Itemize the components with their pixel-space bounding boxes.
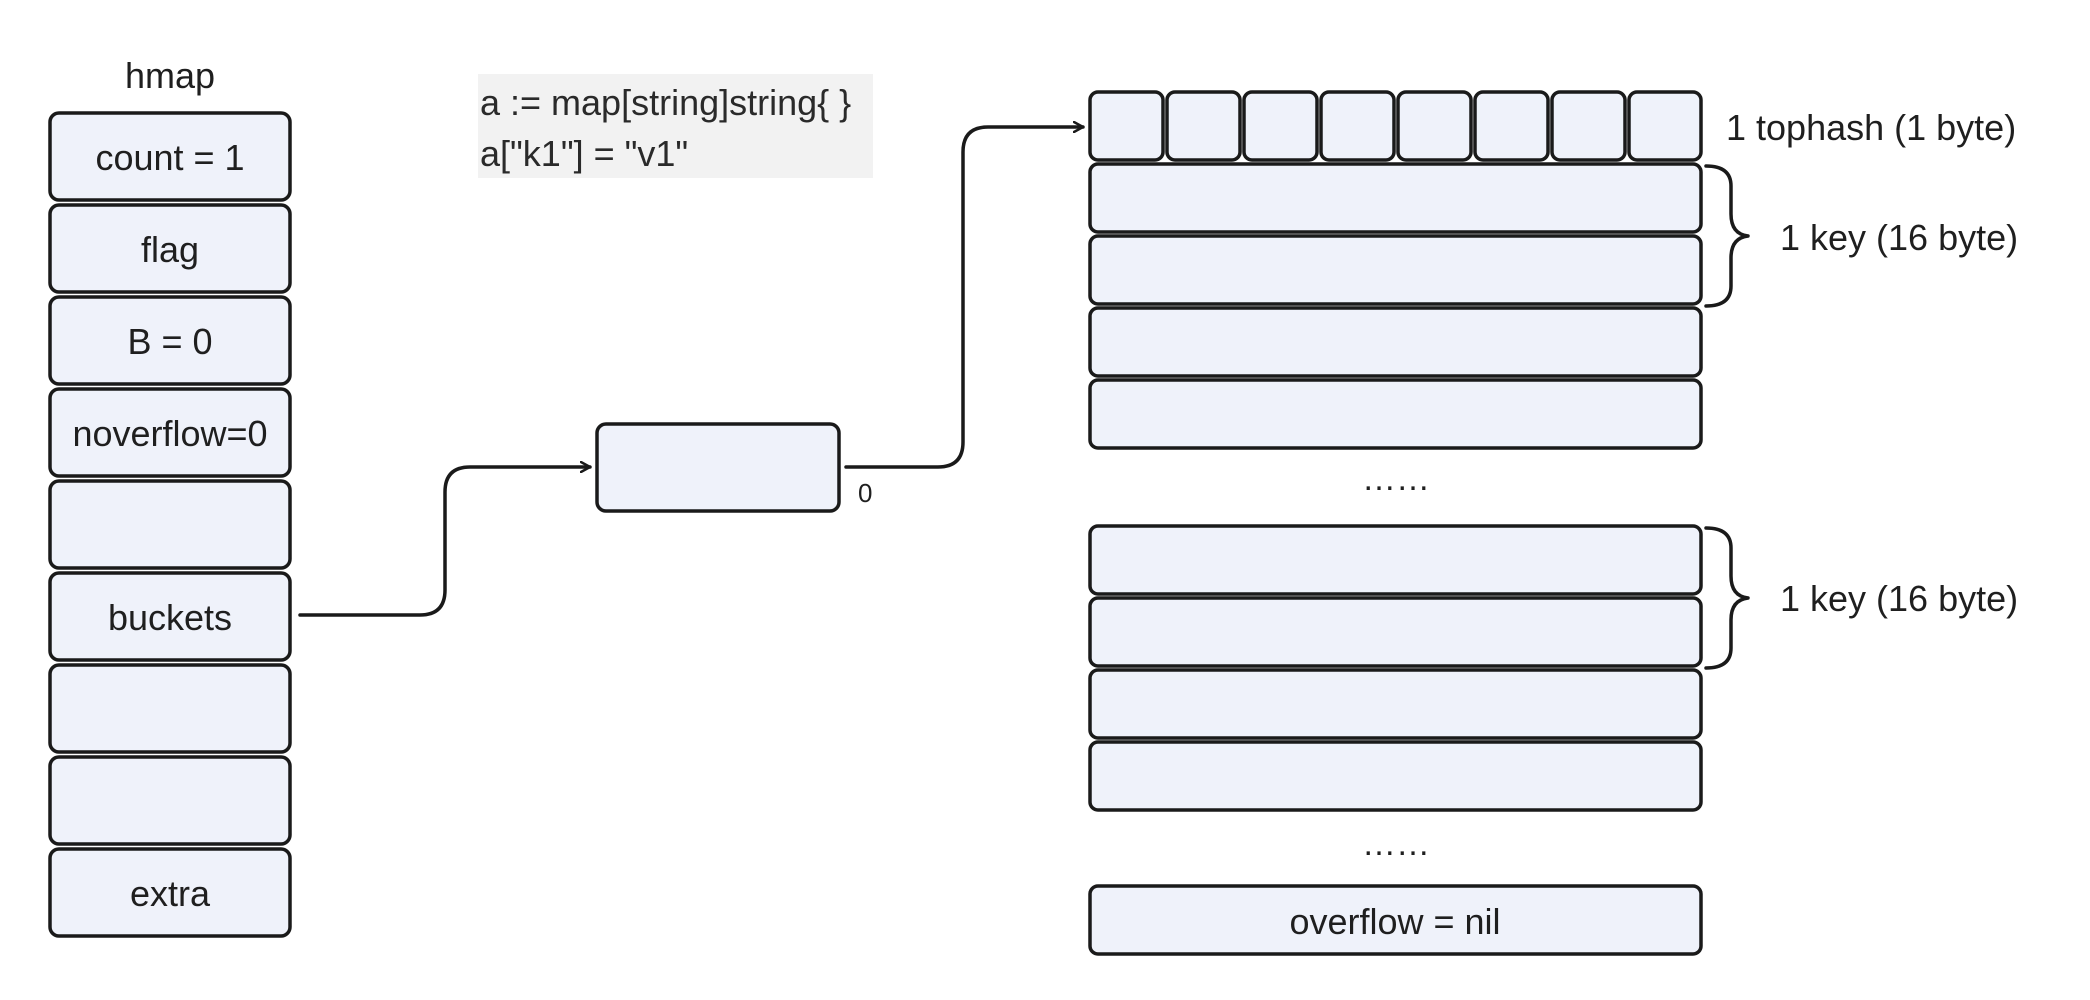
buckets-pointer-arrow [298,467,592,617]
hmap-field-b [48,295,292,386]
tophash-row [1088,90,1703,162]
tophash-cell [1473,90,1550,162]
bucket-array-slot [595,422,841,513]
key-row [1088,740,1703,812]
key-brace-top [1704,164,1750,308]
bucket-array-index: 0 [858,478,872,508]
code-line-1: a := map[string]string{ } [480,82,851,123]
hmap-field-empty-1 [48,479,292,570]
hmap-field-buckets-label: buckets [108,597,232,638]
tophash-cell [1088,90,1165,162]
tophash-cell [1319,90,1396,162]
tophash-cell [1550,90,1627,162]
key-row [1088,234,1703,306]
hmap-field-buckets [48,571,292,662]
hmap-field-flag-label: flag [141,229,199,270]
key-row [1088,306,1703,378]
hmap-field-count-label: count = 1 [95,137,244,178]
bucket-pointer-arrow [844,127,1085,469]
key-row [1088,596,1703,668]
hmap-field-empty-2 [48,663,292,754]
key-label-bottom: 1 key (16 byte) [1780,578,2018,619]
tophash-cell [1627,90,1703,162]
key-row [1088,668,1703,740]
ellipsis-1: …… [1362,460,1430,498]
tophash-cell [1242,90,1319,162]
key-label-top: 1 key (16 byte) [1780,217,2018,258]
key-row [1088,378,1703,450]
hmap-field-extra-label: extra [130,873,211,914]
code-background [478,74,873,178]
key-row [1088,524,1703,596]
overflow-row [1088,884,1703,956]
code-line-2: a["k1"] = "v1" [480,133,688,174]
hmap-field-extra [48,847,292,938]
hmap-field-count [48,111,292,202]
tophash-cell [1165,90,1242,162]
hmap-field-flag [48,203,292,294]
hmap-title: hmap [125,55,215,96]
key-rows-bottom [1088,524,1703,812]
ellipsis-2: …… [1362,825,1430,863]
hmap-field-b-label: B = 0 [127,321,212,362]
hmap-field-empty-3 [48,755,292,846]
key-rows-top [1088,162,1703,450]
tophash-label: 1 tophash (1 byte) [1726,107,2016,148]
overflow-label: overflow = nil [1289,901,1500,942]
key-row [1088,162,1703,234]
tophash-cell [1396,90,1473,162]
hmap-field-noverflow [48,387,292,478]
hmap-field-noverflow-label: noverflow=0 [72,413,267,454]
hmap-struct: count = 1 flag B = 0 noverflow=0 buckets… [48,111,292,938]
key-brace-bottom [1704,526,1750,670]
